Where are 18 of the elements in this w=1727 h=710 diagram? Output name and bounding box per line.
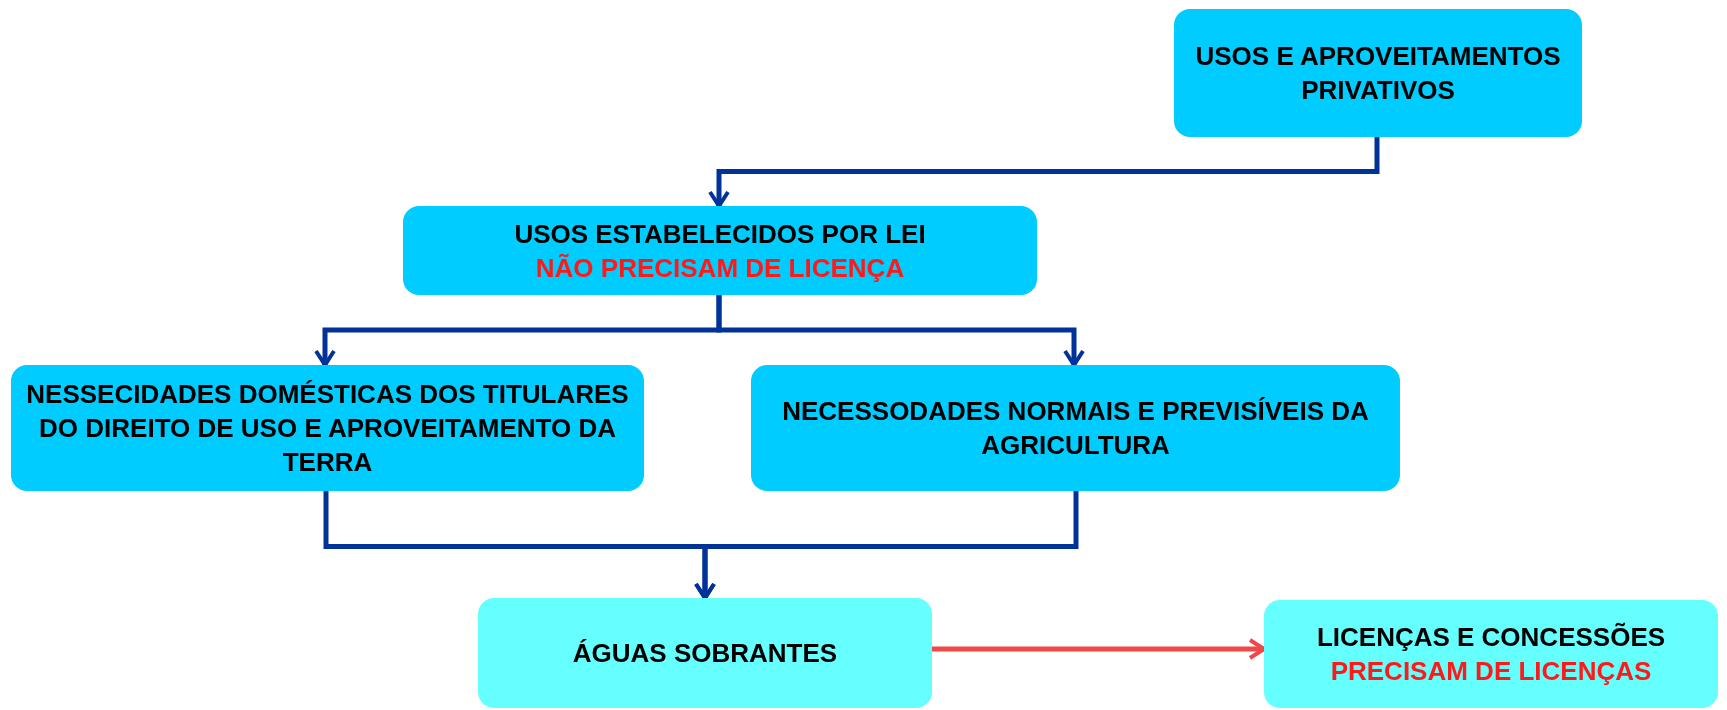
box-text: NECESSODADES NORMAIS E PREVISÍVEIS DA AGRICULTURA bbox=[781, 395, 1370, 462]
process-box bbox=[478, 598, 932, 708]
process-box bbox=[751, 365, 1400, 491]
connector-arrow bbox=[716, 295, 1085, 367]
connector-arrow bbox=[694, 491, 1079, 600]
box-text: USOS E APROVEITAMENTOS PRIVATIVOS bbox=[1194, 40, 1562, 107]
process-box bbox=[11, 365, 644, 491]
box-text: NESSECIDADES DOMÉSTICAS DOS TITULARES DO DIREITO DE USO E APROVEITAMENTO DA TERRA bbox=[25, 378, 630, 479]
connector-arrow bbox=[932, 638, 1266, 660]
process-box bbox=[1264, 600, 1718, 708]
connector-arrow bbox=[708, 137, 1380, 208]
box-text: USOS ESTABELECIDOS POR LEI bbox=[514, 217, 926, 251]
process-box bbox=[403, 206, 1037, 295]
box-note: PRECISAM DE LICENÇAS bbox=[1330, 655, 1652, 688]
box-note: NÃO PRECISAM DE LICENÇA bbox=[535, 251, 905, 285]
box-text: LICENÇAS E CONCESSÕES bbox=[1316, 621, 1666, 654]
box-text: ÁGUAS SOBRANTES bbox=[572, 637, 838, 670]
process-box bbox=[1174, 9, 1582, 137]
